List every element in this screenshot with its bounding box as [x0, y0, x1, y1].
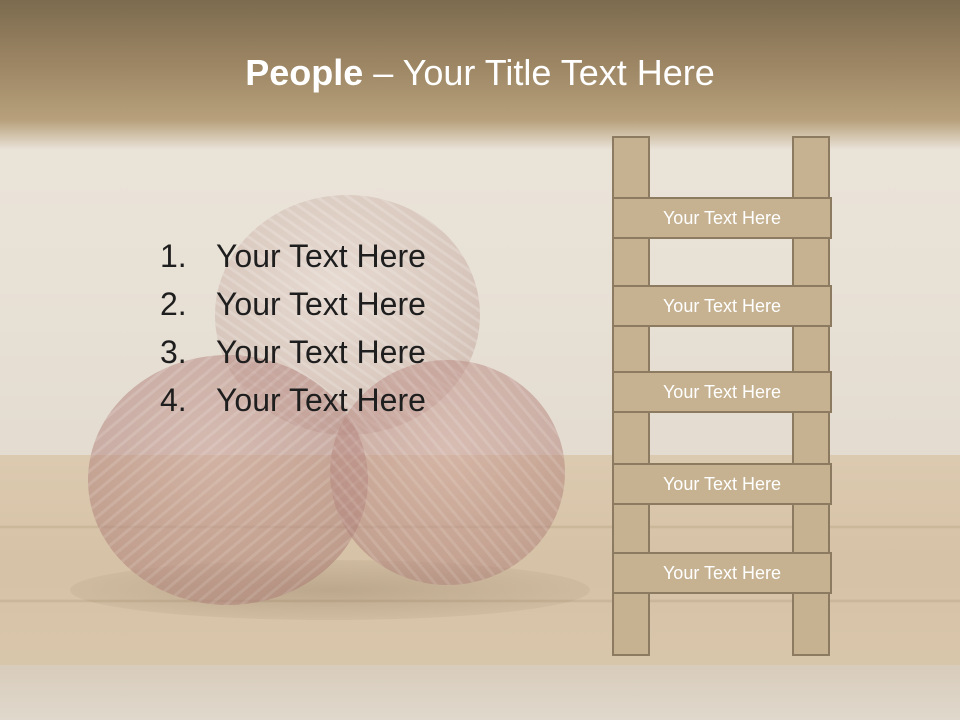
ladder-rung-1: Your Text Here	[612, 197, 832, 239]
ladder-rung-2: Your Text Here	[612, 285, 832, 327]
list-item-text: Your Text Here	[216, 382, 426, 418]
header-band	[0, 0, 960, 150]
ladder-rung-3: Your Text Here	[612, 371, 832, 413]
yarn-ball-image	[88, 355, 368, 605]
list-item-number: 4.	[160, 382, 187, 418]
background-table-edge	[0, 665, 960, 720]
list-item-number: 2.	[160, 286, 187, 322]
yarn-ball-image	[330, 360, 565, 585]
list-item-number: 1.	[160, 238, 187, 274]
ladder-rung-4: Your Text Here	[612, 463, 832, 505]
slide-title: People – Your Title Text Here	[0, 52, 960, 94]
list-item-number: 3.	[160, 334, 187, 370]
numbered-list: 1. Your Text Here 2. Your Text Here 3. Your…	[160, 232, 426, 424]
ladder-rung-5: Your Text Here	[612, 552, 832, 594]
list-item-text: Your Text Here	[216, 334, 426, 370]
list-item-text: Your Text Here	[216, 286, 426, 322]
list-item: 1. Your Text Here	[160, 232, 426, 280]
list-item-text: Your Text Here	[216, 238, 426, 274]
list-item: 3. Your Text Here	[160, 328, 426, 376]
list-item: 2. Your Text Here	[160, 280, 426, 328]
list-item: 4. Your Text Here	[160, 376, 426, 424]
slide-title-rest: – Your Title Text Here	[363, 52, 715, 93]
slide-title-bold: People	[245, 52, 364, 93]
